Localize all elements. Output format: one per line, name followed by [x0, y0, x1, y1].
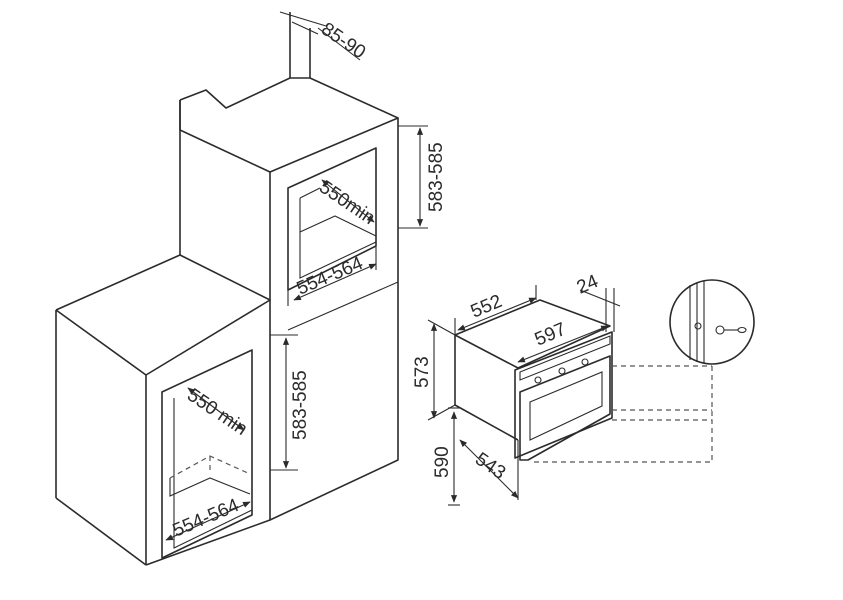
dim-label-undercounter-depth: 550 min	[183, 385, 251, 440]
oven-knob-icon	[558, 367, 566, 375]
dim-label-oven-552: 552	[468, 291, 505, 323]
dim-label-column-width: 554-564	[294, 253, 367, 300]
dim-label-column-gap: 85-90	[317, 19, 369, 64]
screw-icon	[737, 326, 747, 334]
dimension-lines	[165, 11, 621, 541]
tall-column-cabinet	[179, 12, 399, 521]
projection-lines	[530, 365, 713, 463]
dim-label-oven-597: 597	[532, 319, 569, 351]
dim-label-oven-543: 543	[471, 449, 509, 484]
dim-label-column-height: 583-585	[426, 142, 447, 212]
dim-label-oven-590: 590	[432, 446, 453, 478]
dim-label-oven-573: 573	[412, 356, 433, 388]
screw-detail	[669, 279, 755, 365]
dim-label-undercounter-height: 583-585	[290, 370, 311, 440]
dim-label-oven-24: 24	[574, 271, 602, 299]
oven-knob-icon	[581, 358, 589, 366]
oven-unit	[454, 299, 613, 461]
undercounter-cabinet	[55, 254, 271, 566]
oven-knob-icon	[534, 376, 542, 384]
